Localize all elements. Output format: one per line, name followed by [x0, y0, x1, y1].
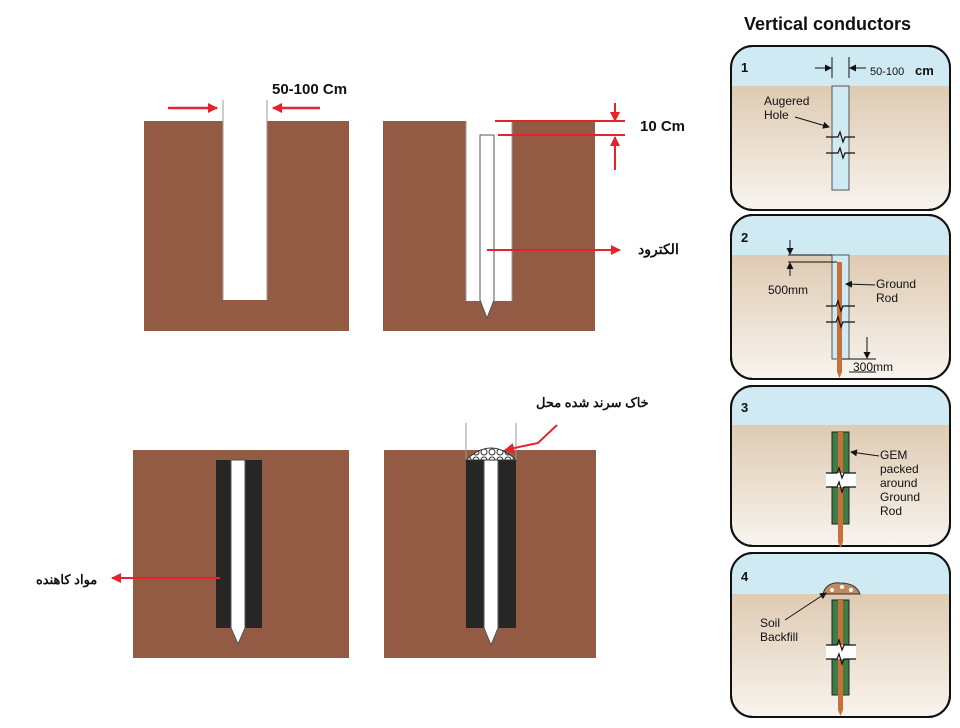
- step-number-2: 2: [741, 230, 748, 245]
- electrode-diagram: 10 Cm الکترود: [383, 103, 685, 331]
- backfill-label: Backfill: [760, 630, 798, 644]
- electrode-rod: [479, 134, 495, 320]
- soil-label: Soil: [760, 616, 780, 630]
- ground-label: Ground: [876, 277, 916, 291]
- gem-rod-label: Rod: [880, 504, 902, 518]
- hole-width-label: 50-100 Cm: [272, 81, 347, 98]
- step-1-width-unit: cm: [915, 63, 934, 78]
- electrode-label: الکترود: [638, 241, 679, 258]
- step-panel-2: 2 500mm Ground Rod 300mm: [730, 214, 951, 380]
- backfill-diagram: مواد کاهنده: [36, 450, 349, 658]
- bottom-gap-label: 300mm: [853, 360, 893, 374]
- hole-diagram: 50-100 Cm: [144, 81, 349, 331]
- depth-label: 10 Cm: [640, 118, 685, 135]
- step-panel-3: 3 GEM packed around Ground Rod: [730, 385, 951, 548]
- hole-label: Hole: [764, 108, 789, 122]
- step-panel-4: 4 Soil Backfill: [730, 552, 951, 718]
- step-1-width-value: 50-100: [870, 66, 904, 78]
- backfill-material-label: مواد کاهنده: [36, 572, 97, 588]
- top-gap-label: 500mm: [768, 283, 808, 297]
- gem-label: GEM: [880, 448, 907, 462]
- compacted-soil-arrow: [504, 424, 558, 454]
- compacted-diagram: خاک سرند شده محل: [384, 395, 649, 658]
- step-number-4: 4: [741, 569, 749, 584]
- rod-label: Rod: [876, 291, 898, 305]
- right-panel-title: Vertical conductors: [744, 14, 911, 34]
- gem-ground-label: Ground: [880, 490, 920, 504]
- step-number-1: 1: [741, 60, 748, 75]
- step-number-3: 3: [741, 400, 748, 415]
- step-panel-1: 1 50-100 cm Augered Hole: [730, 45, 951, 211]
- packed-label: packed: [880, 462, 919, 476]
- compacted-soil-label: خاک سرند شده محل: [536, 395, 649, 411]
- around-label: around: [880, 476, 917, 490]
- augered-label: Augered: [764, 94, 809, 108]
